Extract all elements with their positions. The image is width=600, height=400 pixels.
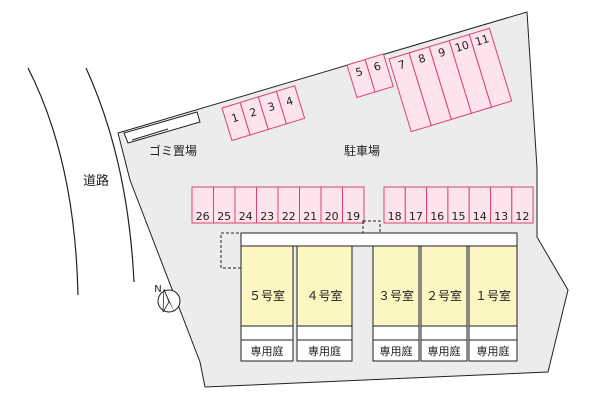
parking-row-26-19: 26 25 24 23 22 21 20 19 (191, 186, 365, 224)
svg-text:４号室: ４号室 (306, 288, 342, 303)
svg-text:4: 4 (284, 94, 294, 108)
parking-space: 11 (468, 27, 513, 108)
north-arrow-icon (164, 289, 175, 313)
svg-text:15: 15 (452, 210, 466, 223)
svg-text:２号室: ２号室 (426, 288, 462, 303)
parking-space: 19 (342, 186, 365, 224)
svg-text:３号室: ３号室 (378, 288, 414, 303)
svg-text:26: 26 (196, 210, 210, 223)
parking-space: 6 (364, 53, 394, 93)
parking-space: 14 (468, 186, 492, 224)
building-roof (240, 232, 518, 247)
parking-group-5-6: 5 6 (346, 53, 394, 99)
unit-5: ５号室 (240, 245, 294, 327)
svg-text:9: 9 (437, 45, 447, 59)
svg-text:3: 3 (266, 100, 276, 114)
svg-text:19: 19 (346, 210, 360, 223)
svg-text:５号室: ５号室 (249, 288, 285, 303)
unit-2: ２号室 (420, 245, 468, 327)
unit-4: ４号室 (296, 245, 353, 327)
svg-text:専用庭: 専用庭 (428, 344, 461, 358)
svg-text:18: 18 (388, 210, 402, 223)
svg-text:7: 7 (397, 58, 407, 72)
parking-space: 21 (299, 186, 322, 224)
parking-space: 16 (426, 186, 449, 224)
parking-space: 12 (511, 186, 534, 224)
svg-text:専用庭: 専用庭 (251, 344, 284, 358)
road-edge-inner (85, 67, 135, 283)
parking-space: 26 (191, 186, 214, 224)
garden-5: 専用庭 (240, 325, 294, 362)
parking-space: 4 (275, 85, 306, 125)
parking-label: 駐車場 (344, 143, 380, 158)
svg-text:25: 25 (217, 210, 231, 223)
garbage-label: ゴミ置場 (149, 143, 197, 158)
parking-group-1-4: 1 2 3 4 (221, 85, 306, 142)
parking-space: 23 (256, 186, 279, 224)
svg-text:11: 11 (474, 32, 491, 49)
svg-text:22: 22 (282, 210, 296, 223)
svg-text:24: 24 (239, 210, 253, 223)
parking-space: 17 (404, 186, 428, 224)
svg-text:16: 16 (430, 210, 444, 223)
svg-text:専用庭: 専用庭 (380, 344, 413, 358)
svg-text:13: 13 (494, 210, 508, 223)
parking-space: 24 (234, 186, 257, 224)
svg-text:14: 14 (473, 210, 487, 223)
svg-text:21: 21 (303, 210, 317, 223)
parking-row-18-12: 18 17 16 15 14 13 12 (383, 186, 534, 224)
unit-1: １号室 (468, 245, 518, 327)
parking-group-7-11: 7 8 9 10 11 (388, 27, 513, 133)
svg-text:１号室: １号室 (475, 288, 511, 303)
svg-text:10: 10 (453, 38, 470, 55)
svg-text:12: 12 (515, 210, 529, 223)
north-arrow: N (154, 284, 181, 313)
garden-3: 専用庭 (372, 325, 420, 362)
svg-text:専用庭: 専用庭 (308, 344, 341, 358)
parking-space: 20 (320, 186, 343, 224)
parking-space: 15 (447, 186, 470, 224)
parking-space: 25 (213, 186, 236, 224)
svg-text:8: 8 (417, 52, 427, 66)
garbage-area (123, 111, 201, 144)
svg-text:1: 1 (230, 111, 240, 125)
svg-text:専用庭: 専用庭 (477, 344, 510, 358)
road-edge-outer (27, 67, 79, 296)
svg-text:20: 20 (325, 210, 339, 223)
unit-3: ３号室 (372, 245, 420, 327)
svg-text:5: 5 (354, 65, 364, 79)
svg-text:17: 17 (409, 210, 423, 223)
parking-space: 18 (383, 186, 406, 224)
svg-text:2: 2 (248, 105, 258, 119)
svg-text:6: 6 (372, 59, 382, 73)
garbage-area-line (131, 128, 169, 141)
road-label: 道路 (83, 173, 109, 189)
north-label: N (154, 284, 161, 295)
garden-1: 専用庭 (468, 325, 518, 362)
garden-4: 専用庭 (296, 325, 353, 362)
parking-space: 13 (490, 186, 513, 224)
garden-2: 専用庭 (420, 325, 468, 362)
parking-space: 22 (277, 186, 300, 224)
svg-text:23: 23 (260, 210, 274, 223)
